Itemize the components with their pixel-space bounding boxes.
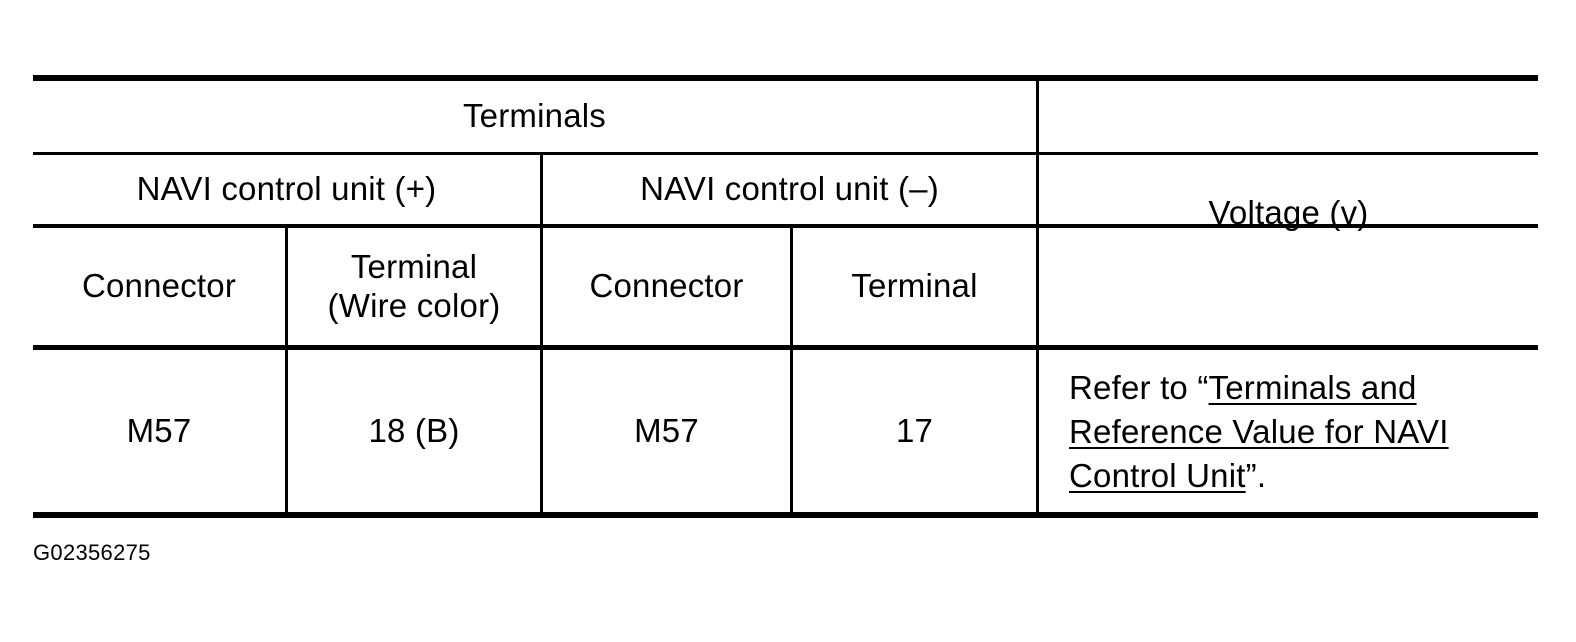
- figure-id: G02356275: [33, 540, 151, 565]
- cell-voltage-reference: Refer to “Terminals and Reference Value …: [1039, 350, 1538, 512]
- divider-connector-terminal-plus: [285, 224, 288, 512]
- header-connector-plus: Connector: [81, 267, 237, 305]
- cell-terminal-plus: 18 (B): [368, 411, 460, 449]
- cell-terminal-minus: 17: [895, 411, 934, 449]
- divider-connector-terminal-minus: [790, 224, 793, 512]
- terminals-reference-value-link[interactable]: Terminals and Reference Value for NAVI C…: [1069, 369, 1449, 494]
- table-grid: Terminals Voltage (v) NAVI control unit …: [33, 75, 1538, 518]
- table-top-border: [33, 75, 1538, 81]
- table-rule-above-data-row: [33, 345, 1538, 350]
- voltage-reference-text: Refer to “Terminals and Reference Value …: [1069, 366, 1538, 498]
- divider-terminals-voltage: [1036, 75, 1039, 518]
- cell-connector-minus: M57: [634, 411, 699, 449]
- header-terminal-wire-color-plus: Terminal (Wire color): [327, 247, 501, 324]
- header-terminal-minus: Terminal: [851, 267, 978, 305]
- header-connector-minus: Connector: [589, 267, 744, 305]
- cell-connector-plus: M57: [126, 411, 192, 449]
- header-terminals: Terminals: [462, 97, 606, 135]
- table-rule-under-terminals: [33, 152, 1538, 155]
- header-navi-control-unit-plus: NAVI control unit (+): [136, 170, 437, 208]
- table-bottom-border: [33, 512, 1538, 518]
- reference-suffix: ”.: [1245, 456, 1267, 494]
- reference-prefix: Refer to “: [1069, 369, 1209, 406]
- divider-plus-minus-groups: [540, 152, 543, 512]
- table-rule-under-groups: [33, 224, 1538, 228]
- header-navi-control-unit-minus: NAVI control unit (–): [640, 170, 939, 208]
- terminals-reference-table: Terminals Voltage (v) NAVI control unit …: [33, 75, 1538, 518]
- header-voltage: Voltage (v): [1208, 193, 1369, 231]
